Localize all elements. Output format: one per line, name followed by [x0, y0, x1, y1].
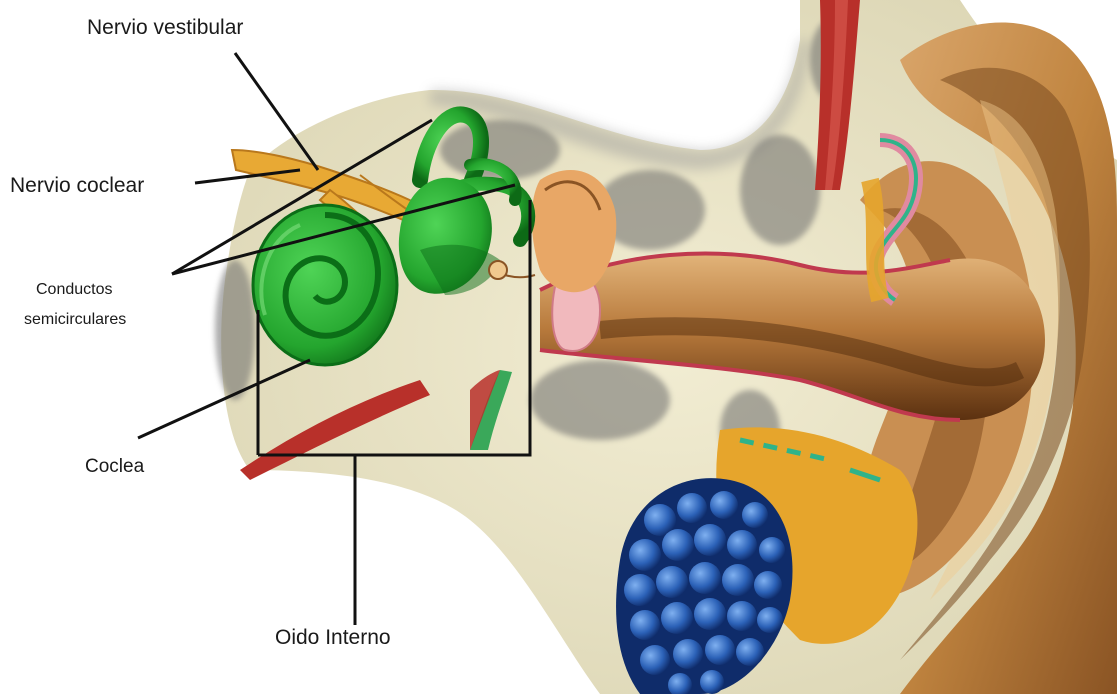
label-cochlea: Coclea: [85, 456, 145, 477]
label-inner-ear: Oido Interno: [275, 626, 391, 649]
label-semicircular-line2: semicirculares: [24, 311, 126, 328]
label-semicircular-line1: Conductos: [36, 281, 113, 298]
label-cochlear-nerve: Nervio coclear: [10, 174, 144, 197]
cochlea: [253, 205, 397, 365]
label-vestibular-nerve: Nervio vestibular: [87, 16, 243, 39]
